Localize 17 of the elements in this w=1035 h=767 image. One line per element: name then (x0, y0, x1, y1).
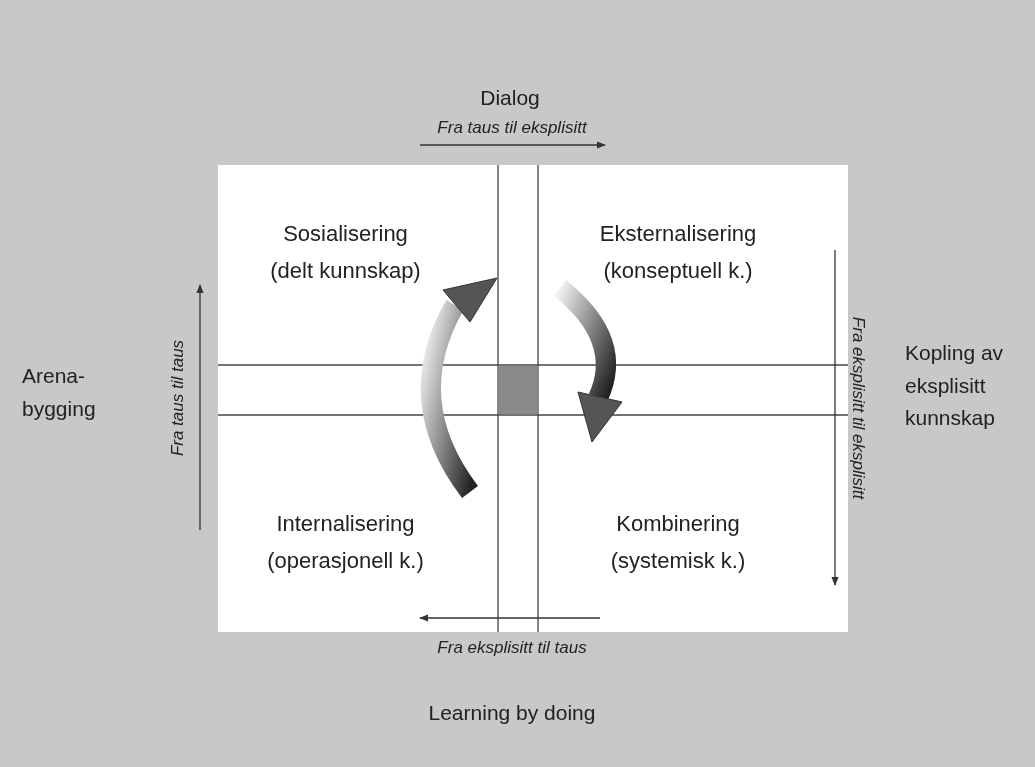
quadrant-subtitle: (delt kunnskap) (269, 257, 422, 286)
direction-label: Fra taus til taus (167, 339, 188, 457)
axis-title: Dialog (480, 85, 540, 111)
direction-label: Fra taus til eksplisitt (437, 118, 587, 139)
quadrant-title: Eksternalisering (598, 220, 758, 248)
quadrant-title: Internalisering (275, 510, 416, 538)
quadrant-title: Kombinering (615, 510, 741, 538)
quadrant-subtitle: (systemisk k.) (609, 547, 747, 576)
direction-label: Fra eksplisitt til eksplisitt (848, 316, 869, 500)
quadrant-title: Sosialisering (282, 220, 409, 248)
quadrant-subtitle: (operasjonell k.) (266, 547, 425, 576)
axis-title: Learning by doing (428, 700, 596, 726)
quadrant-subtitle: (konseptuell k.) (602, 257, 754, 286)
axis-title: Arena-bygging (22, 363, 97, 422)
direction-label: Fra eksplisitt til taus (437, 638, 587, 659)
quadrant-panel (218, 165, 848, 632)
axis-title: Kopling av eksplisitt kunnskap (905, 340, 1005, 432)
